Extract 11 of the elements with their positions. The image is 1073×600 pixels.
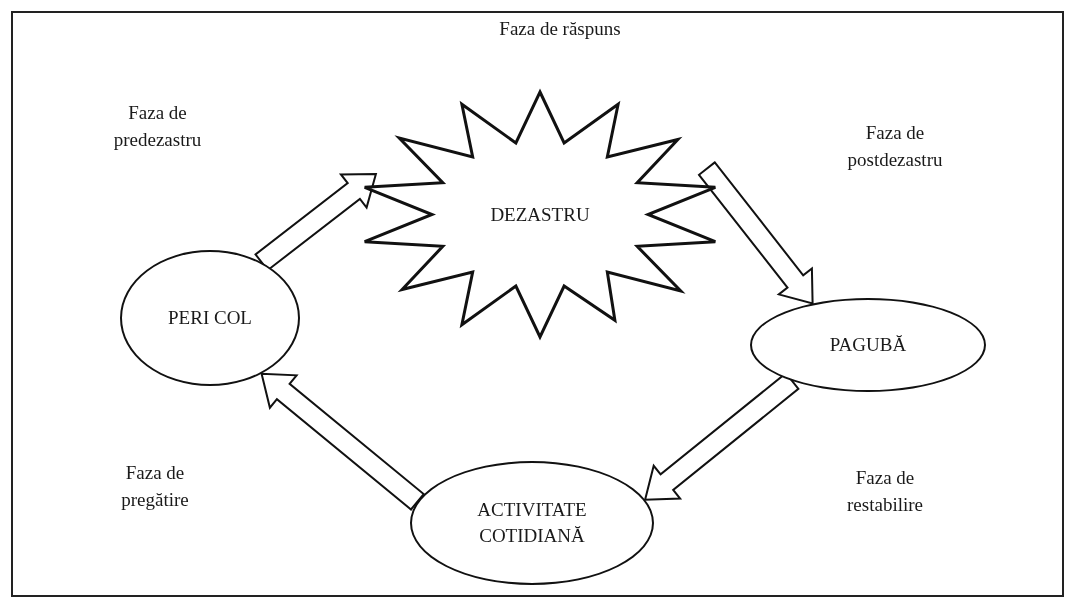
phase-label: Faza de predezastru: [112, 101, 203, 152]
node-label: PERI COL: [168, 306, 252, 331]
phase-label: Faza de răspuns: [498, 17, 622, 41]
block-arrow: [697, 161, 814, 305]
node-label: ACTIVITATE COTIDIANĂ: [476, 498, 588, 548]
phase-label: Faza de pregătire: [120, 461, 190, 512]
node-label: DEZASTRU: [490, 202, 590, 227]
phase-label: Faza de restabilire: [846, 466, 924, 517]
phase-label: Faza de postdezastru: [846, 121, 944, 172]
node-label: PAGUBĂ: [829, 333, 907, 358]
block-arrow: [260, 372, 426, 511]
